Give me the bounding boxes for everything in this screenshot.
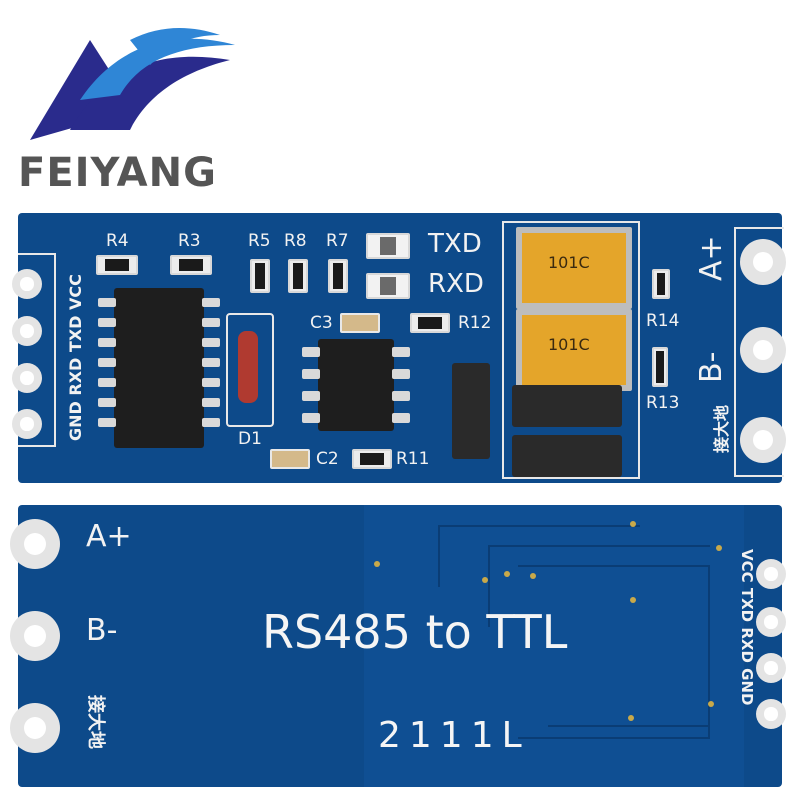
header-pin bbox=[756, 559, 786, 589]
resistor-r3 bbox=[170, 255, 212, 275]
right-terminal-outline bbox=[734, 227, 784, 477]
resistor-r8 bbox=[288, 259, 308, 293]
terminal-pad bbox=[740, 417, 786, 463]
label-c2: C2 bbox=[316, 449, 339, 469]
ic-chip-left bbox=[114, 288, 204, 448]
right-pin-labels: VCC TXD RXD GND bbox=[738, 549, 756, 706]
brand-name: FEIYANG bbox=[18, 150, 217, 196]
polyfuse-2-code: 101C bbox=[548, 335, 590, 354]
diode-d1-outline bbox=[226, 313, 274, 427]
resistor-r4 bbox=[96, 255, 138, 275]
label-r7: R7 bbox=[326, 231, 349, 251]
header-pin bbox=[756, 653, 786, 683]
label-rxd: RXD bbox=[428, 269, 484, 299]
diode-d1 bbox=[238, 331, 258, 403]
diode-smd-2 bbox=[512, 435, 622, 477]
label-r12: R12 bbox=[458, 313, 492, 333]
capacitor-c2 bbox=[270, 449, 310, 469]
resistor-r14 bbox=[652, 269, 670, 299]
terminal-pad bbox=[10, 519, 60, 569]
label-r14: R14 bbox=[646, 311, 680, 331]
label-d1: D1 bbox=[238, 429, 262, 449]
label-r3: R3 bbox=[178, 231, 201, 251]
terminal-pad bbox=[10, 611, 60, 661]
resistor-r12 bbox=[410, 313, 450, 333]
pcb-top: GND RXD TXD VCC R4 R3 R5 R8 R7 TXD RXD C… bbox=[12, 213, 786, 483]
led-rxd bbox=[366, 273, 410, 299]
label-b-minus-bottom: B- bbox=[86, 613, 118, 648]
label-r4: R4 bbox=[106, 231, 129, 251]
label-txd: TXD bbox=[428, 229, 482, 259]
resistor-r11 bbox=[352, 449, 392, 469]
led-txd bbox=[366, 233, 410, 259]
header-pin bbox=[12, 409, 42, 439]
terminal-pad bbox=[10, 703, 60, 753]
copper-region bbox=[364, 505, 744, 787]
label-r8: R8 bbox=[284, 231, 307, 251]
header-pin bbox=[12, 316, 42, 346]
label-a-plus-bottom: A+ bbox=[86, 519, 132, 554]
pcb-bottom: A+ B- 接大地 RS485 to TTL 2111L VCC TXD RXD… bbox=[10, 505, 786, 787]
label-a-plus-top: A+ bbox=[694, 235, 729, 281]
brand-logo bbox=[20, 20, 250, 150]
ic-chip-center bbox=[318, 339, 394, 431]
label-ground-bottom: 接大地 bbox=[85, 695, 106, 749]
label-ground-top: 接大地 bbox=[712, 404, 731, 453]
polyfuse-1 bbox=[516, 227, 632, 309]
header-pin bbox=[12, 363, 42, 393]
header-pin bbox=[756, 607, 786, 637]
resistor-r7 bbox=[328, 259, 348, 293]
date-code: 2111L bbox=[378, 715, 530, 756]
logo-wave-icon bbox=[30, 28, 235, 140]
resistor-r5 bbox=[250, 259, 270, 293]
header-pin bbox=[756, 699, 786, 729]
terminal-pad bbox=[740, 327, 786, 373]
label-r5: R5 bbox=[248, 231, 271, 251]
tvs-diode bbox=[452, 363, 490, 459]
label-r11: R11 bbox=[396, 449, 430, 469]
left-header-outline bbox=[18, 253, 56, 447]
diode-smd-1 bbox=[512, 385, 622, 427]
polyfuse-1-code: 101C bbox=[548, 253, 590, 272]
resistor-r13 bbox=[652, 347, 668, 387]
label-r13: R13 bbox=[646, 393, 680, 413]
label-b-minus-top: B- bbox=[694, 351, 729, 383]
fuse-block-outline bbox=[502, 221, 640, 479]
header-pin bbox=[12, 269, 42, 299]
left-pin-labels: GND RXD TXD VCC bbox=[66, 274, 85, 441]
board-title: RS485 to TTL bbox=[262, 605, 568, 659]
terminal-pad bbox=[740, 239, 786, 285]
capacitor-c3 bbox=[340, 313, 380, 333]
label-c3: C3 bbox=[310, 313, 333, 333]
